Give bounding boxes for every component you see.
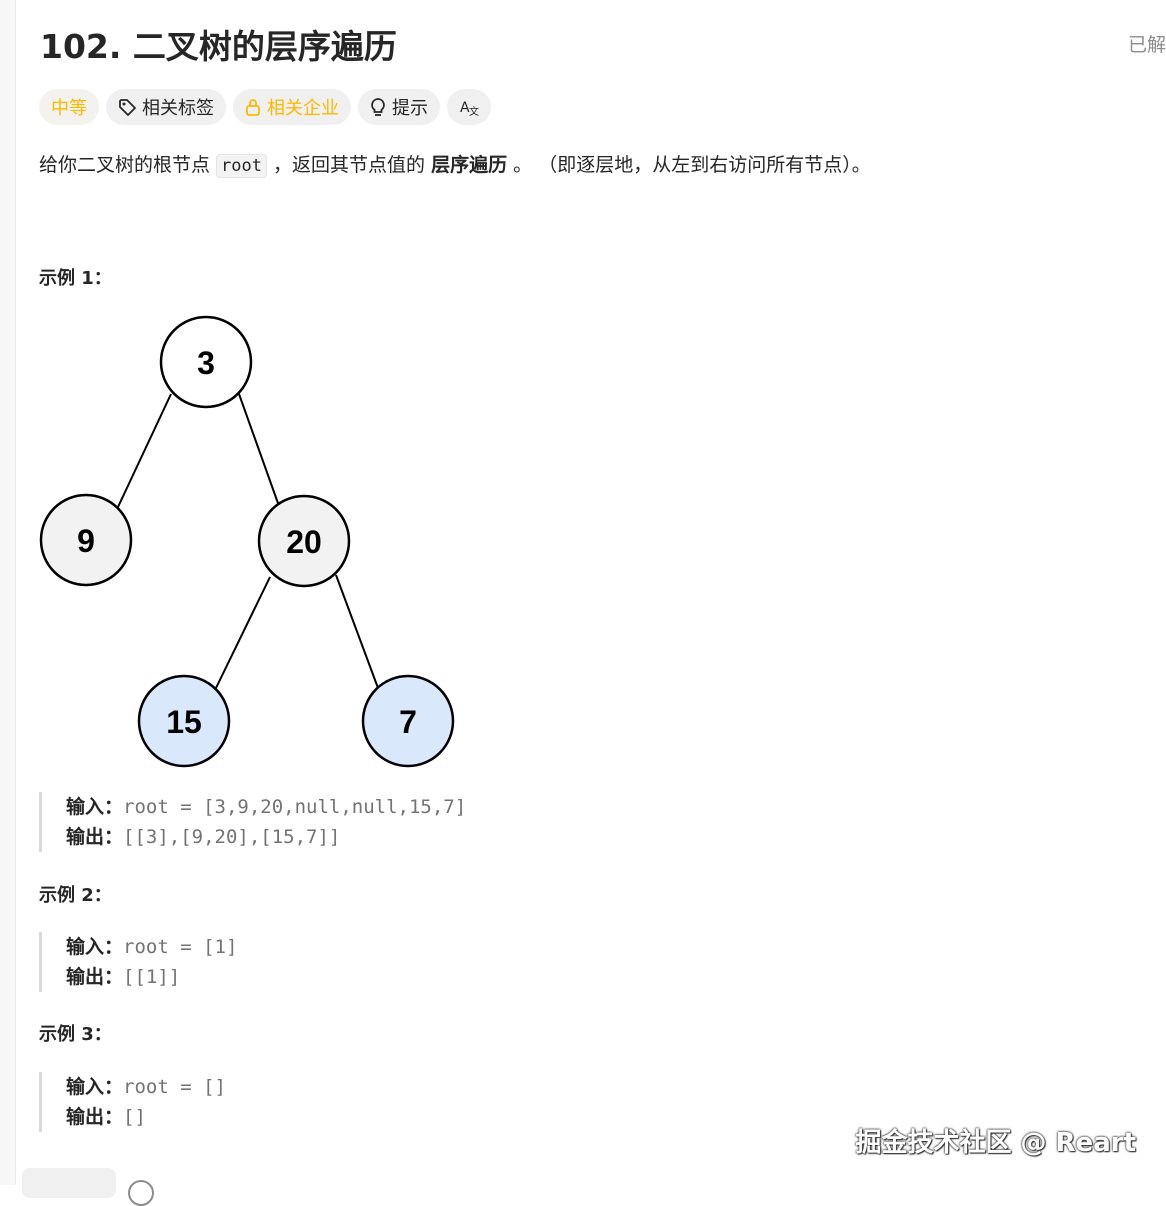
like-button[interactable] (22, 1168, 116, 1198)
example-2-input: 输入：root = [1] (66, 936, 238, 958)
desc-bold: 层序遍历 (431, 154, 508, 176)
example-2-output: 输出：[[1]] (66, 966, 181, 988)
solved-status: 已解 (1127, 34, 1166, 56)
desc-text-1: 给你二叉树的根节点 (39, 154, 217, 176)
hint-button[interactable]: 提示 (358, 89, 440, 125)
example-3-input: 输入：root = [] (66, 1076, 226, 1098)
comment-icon[interactable] (128, 1180, 154, 1206)
difficulty-badge: 中等 (39, 89, 99, 125)
svg-text:文: 文 (469, 105, 479, 117)
example-2-block: 输入：root = [1] 输出：[[1]] (39, 932, 237, 992)
related-tags-label: 相关标签 (142, 98, 214, 119)
related-companies-label: 相关企业 (267, 98, 339, 119)
example-2-title: 示例 2： (39, 885, 112, 906)
svg-text:A: A (460, 100, 470, 116)
tree-node-7: 7 (361, 674, 455, 768)
tree-edge (215, 576, 271, 689)
bottom-action-bar (22, 1168, 154, 1206)
desc-text-2: ，返回其节点值的 (267, 154, 432, 176)
example-1-title: 示例 1： (39, 268, 112, 289)
problem-title: 102. 二叉树的层序遍历 (40, 27, 397, 66)
lightbulb-icon (370, 97, 386, 117)
watermark: 掘金技术社区 @ Reart (855, 1128, 1136, 1158)
tree-node-3: 3 (159, 315, 253, 409)
example-1-output: 输出：[[3],[9,20],[15,7]] (66, 826, 341, 848)
binary-tree-diagram: 3 9 20 15 7 (39, 315, 455, 768)
tree-edge (238, 393, 280, 507)
example-1-block: 输入：root = [3,9,20,null,null,15,7] 输出：[[3… (39, 792, 466, 852)
svg-text:7: 7 (399, 704, 417, 740)
example-3-output: 输出：[] (66, 1106, 146, 1128)
inline-code-root: root (216, 154, 267, 178)
svg-text:20: 20 (286, 524, 322, 560)
tree-node-15: 15 (137, 674, 231, 768)
related-companies-button[interactable]: 相关企业 (233, 89, 351, 125)
tree-node-9: 9 (39, 493, 133, 587)
problem-description: 给你二叉树的根节点 root ，返回其节点值的 层序遍历 。 （即逐层地，从左到… (39, 150, 871, 181)
svg-text:15: 15 (166, 704, 202, 740)
left-panel-edge (0, 0, 16, 1185)
svg-text:9: 9 (77, 523, 95, 559)
example-3-block: 输入：root = [] 输出：[] (39, 1072, 226, 1132)
tag-icon (118, 98, 136, 116)
svg-text:3: 3 (197, 345, 215, 381)
example-3-title: 示例 3： (39, 1024, 112, 1045)
tree-edge (335, 574, 379, 689)
hint-label: 提示 (392, 98, 428, 119)
related-tags-button[interactable]: 相关标签 (106, 89, 226, 125)
tree-node-20: 20 (257, 494, 351, 588)
difficulty-label: 中等 (51, 98, 87, 119)
desc-text-3: 。 （即逐层地，从左到右访问所有节点）。 (507, 154, 871, 176)
lock-icon (245, 98, 261, 116)
tree-edge (117, 393, 172, 508)
example-1-input: 输入：root = [3,9,20,null,null,15,7] (66, 796, 467, 818)
